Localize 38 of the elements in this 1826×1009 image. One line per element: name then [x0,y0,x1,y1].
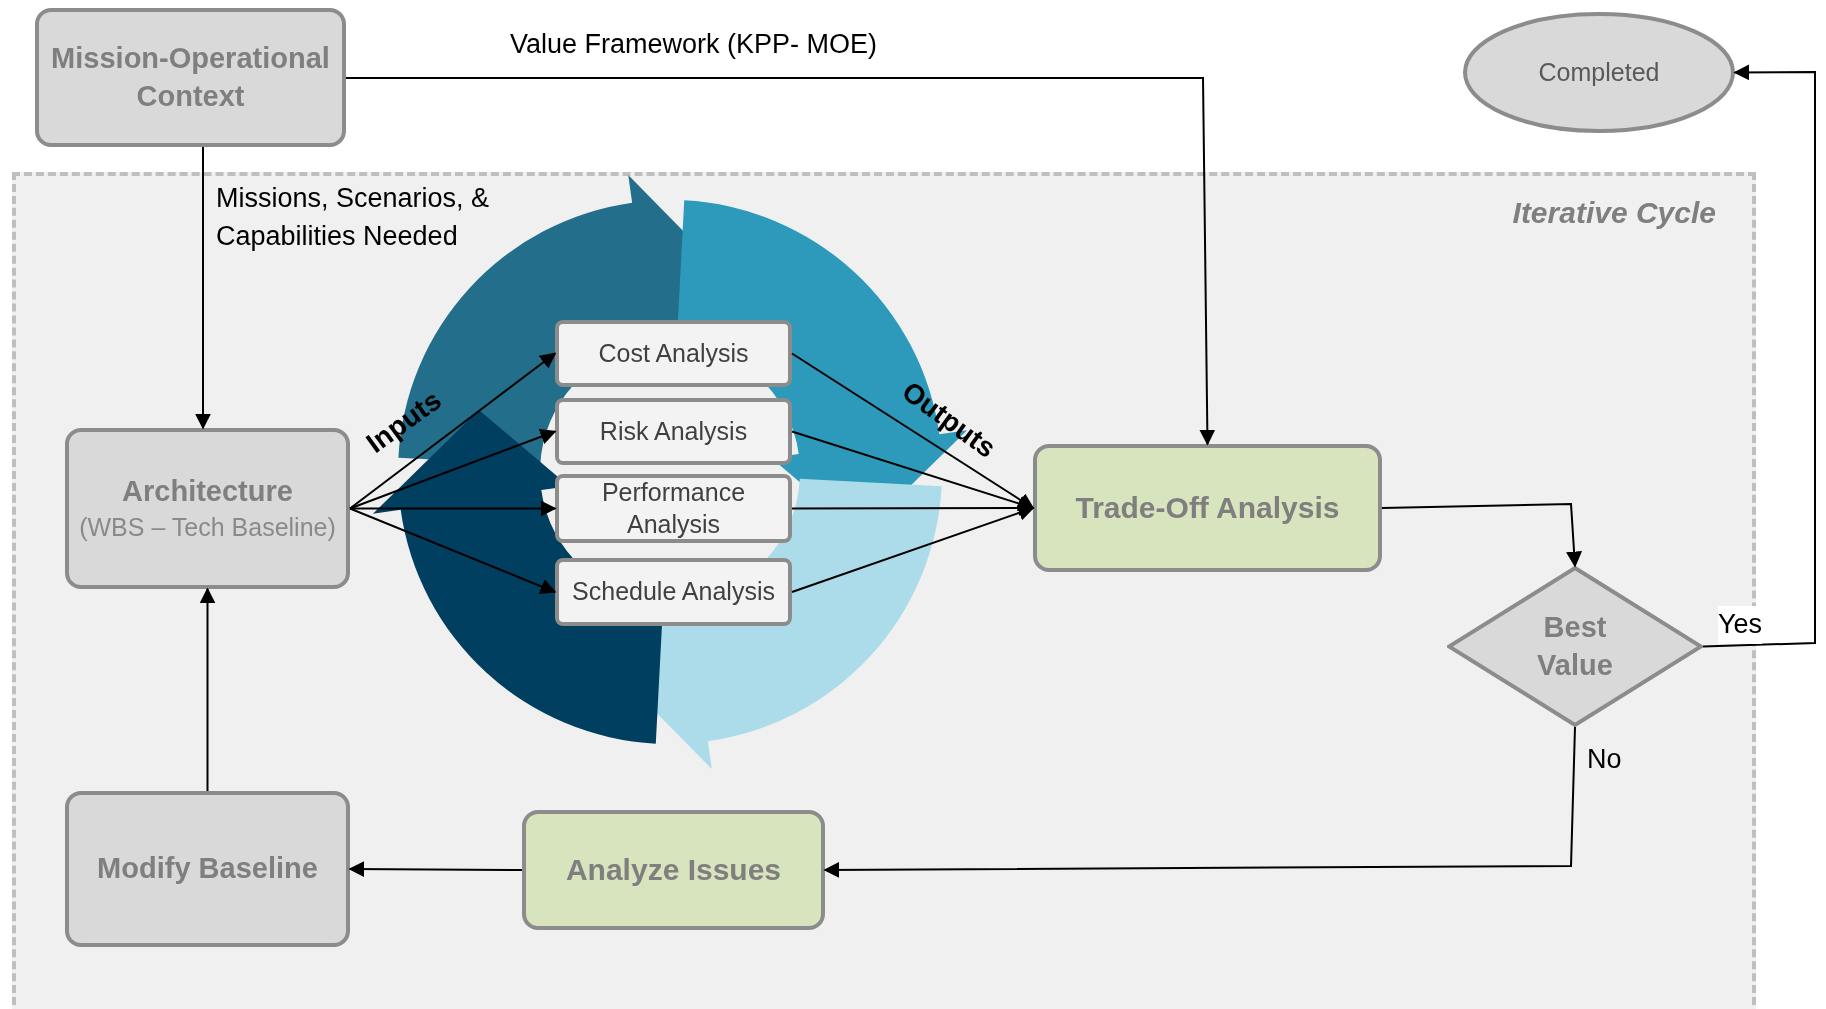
box-label: Schedule Analysis [572,576,775,608]
edge-label: Missions, Scenarios, & Capabilities Needed [216,182,491,253]
arrow [823,726,1576,878]
box-label: Analyze Issues [565,853,782,887]
arrow [349,352,557,510]
process-box [555,320,792,387]
process-box [522,810,825,930]
box-label: Modify Baseline [97,851,318,887]
box-label: Best Value [1536,609,1614,683]
process-box [1033,444,1382,572]
box-label: Risk Analysis [599,415,748,447]
process-box [65,428,350,589]
process-box [555,474,792,543]
arrow [348,861,523,878]
box-label: Mission-Operational Context [50,40,331,114]
box-subtitle: (WBS – Tech Baseline) [79,512,336,544]
box-label: Architecture [122,474,293,510]
arrow [1702,64,1816,648]
process-box [555,398,792,465]
arrow [791,505,1035,593]
box-label: Cost Analysis [598,337,749,369]
arrow [349,507,557,594]
context-box [35,8,346,147]
arrow [791,352,1035,509]
arrow [791,500,1035,517]
arrow [195,146,211,430]
process-box [555,558,792,626]
edge-label: No [1587,743,1622,776]
edge-label: Yes [1718,606,1763,644]
box-label: Performance Analysis [600,477,747,540]
process-box [65,791,350,947]
arrow [199,587,216,792]
region-title: Iterative Cycle [1512,196,1716,230]
arrow [1381,502,1583,568]
box-label: Completed [1538,58,1660,87]
box-label: Trade-Off Analysis [1075,491,1340,525]
arrow [349,429,557,510]
arrow [345,77,1216,446]
